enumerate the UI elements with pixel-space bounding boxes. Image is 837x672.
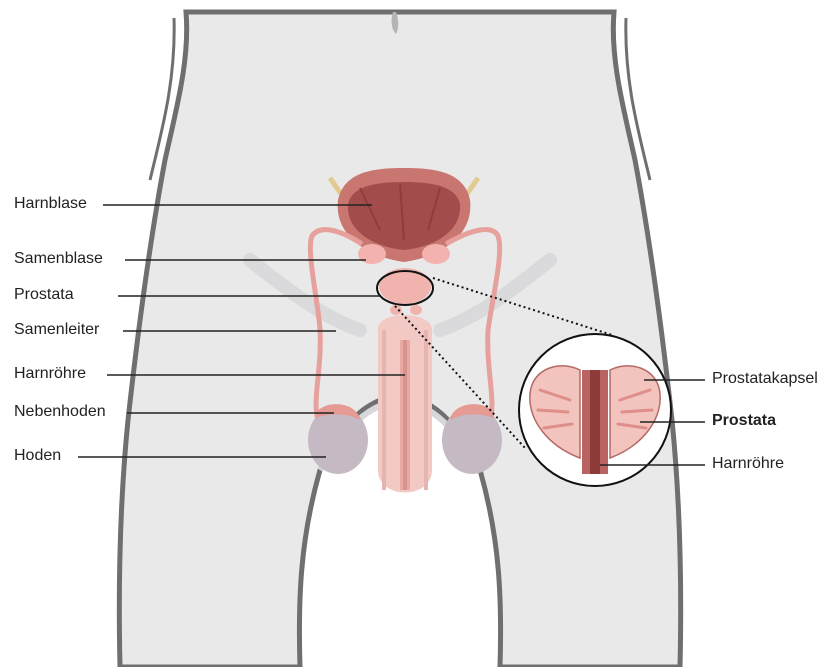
label-samenblase: Samenblase [14,250,103,268]
penis [378,315,432,493]
label-harnblase: Harnblase [14,195,87,213]
label-harnroehre: Harnröhre [14,365,86,383]
label-nebenhoden: Nebenhoden [14,403,106,421]
label-inset-prostata: Prostata [712,412,776,430]
seminal-vesicle-left [358,244,386,264]
label-samenleiter: Samenleiter [14,321,99,339]
prostate-inset [519,334,671,486]
label-hoden: Hoden [14,447,61,465]
label-prostatakapsel: Prostatakapsel [712,370,818,388]
label-inset-harnroehre: Harnröhre [712,455,784,473]
label-prostata: Prostata [14,286,74,304]
seminal-vesicle-right [422,244,450,264]
prostate [379,268,431,304]
